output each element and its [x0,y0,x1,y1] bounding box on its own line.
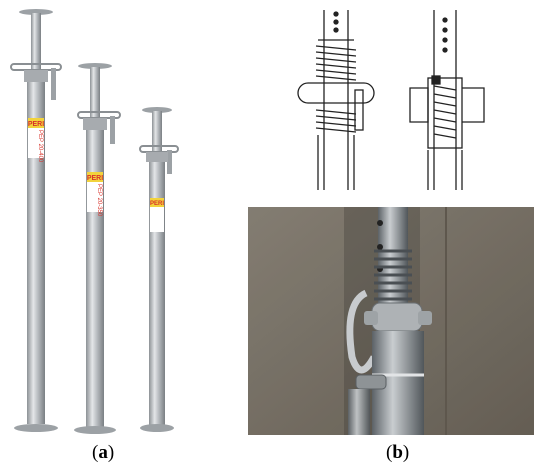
prop-medium: PERI PEP 20-350 [74,63,121,434]
top-plate [78,63,112,69]
drawing-front-view [297,10,375,190]
top-plate [19,9,53,15]
pin [110,116,115,144]
inner-tube [90,67,100,122]
caption-a: (a) [92,442,115,463]
collar-photo-illustration [248,207,534,435]
top-plate [142,107,172,113]
collar-nut [83,118,107,130]
pin [51,68,56,100]
base-plate [14,424,58,432]
collar-nut [146,152,168,162]
label-yellow-band [28,118,44,128]
panel-b-collar-photo [248,207,534,435]
prop-1-model: PEP 20-400 [37,130,43,163]
prop-3-brand: PERI [150,201,164,207]
inner-tube [31,13,41,73]
collar-nut [371,302,423,332]
panel-b-technical-drawing [248,0,550,200]
second-prop [348,389,370,435]
prop-2-brand: PERI [87,175,103,182]
base-plate [140,424,174,432]
collar-nut [24,70,48,82]
second-collar [355,374,387,390]
label-yellow-band [150,198,164,207]
props-illustration: PERI PEP 20-400 PERI PEP 20-350 PERI [10,9,179,434]
drawing-section-view [409,10,485,190]
prop-2-model: PEP 20-350 [96,184,102,217]
prop-tall: PERI PEP 20-400 [10,9,62,432]
prop-short: PERI [139,107,179,432]
caption-b: (b) [386,442,410,463]
outer-tube [27,82,45,424]
panel-a-props-photo: PERI PEP 20-400 PERI PEP 20-350 PERI [0,0,240,440]
label-yellow-band [87,172,103,182]
collar-line-drawing [297,10,485,190]
pin [167,150,172,174]
collar-handle [346,289,378,374]
base-plate [74,426,116,434]
prop-1-brand: PERI [28,121,44,128]
inner-tube [152,111,162,153]
thread-section [374,249,412,301]
